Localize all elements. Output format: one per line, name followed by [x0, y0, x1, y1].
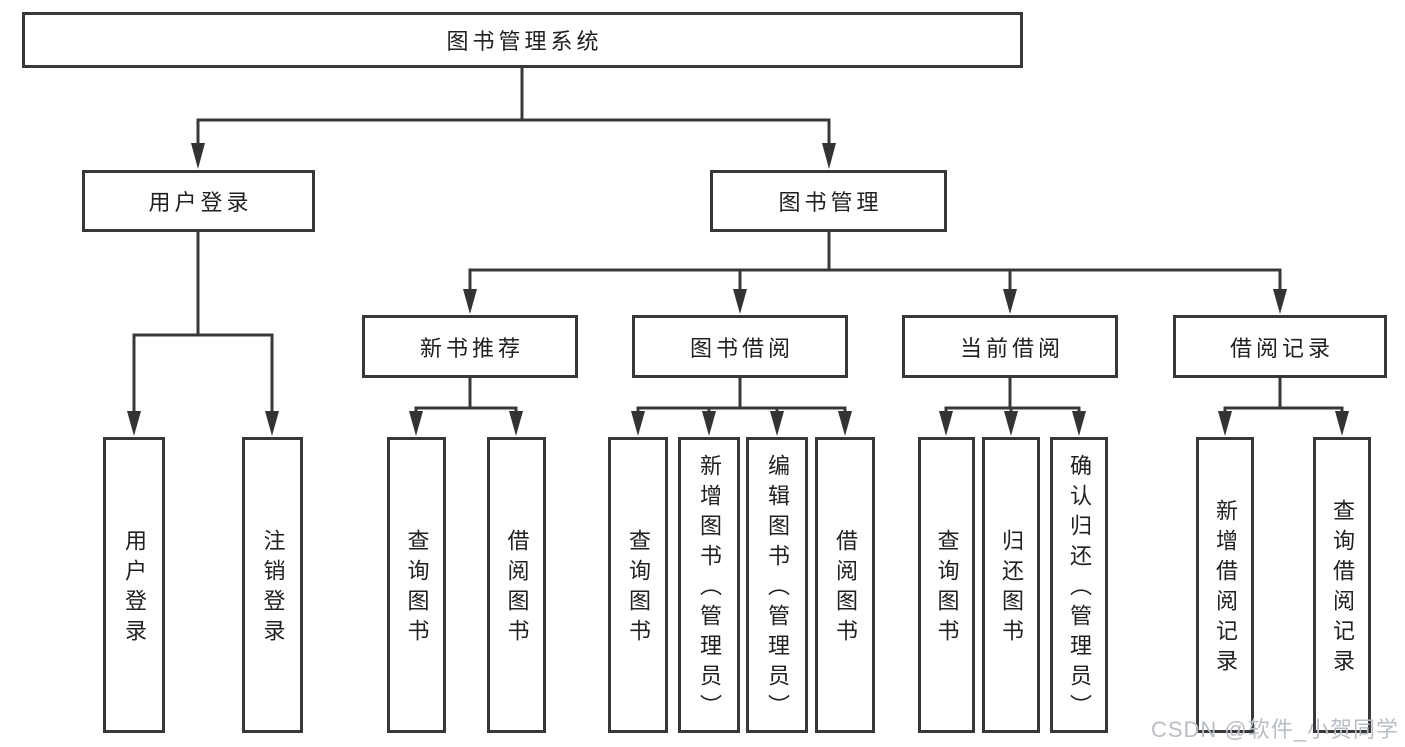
node-label: 查询图书: [404, 529, 430, 649]
leaf-current-query-books: 查询图书: [918, 437, 975, 733]
node-label: 图书管理: [778, 190, 883, 215]
arrow-to-user-login: [191, 143, 205, 169]
node-label: 新增借阅记录: [1213, 499, 1238, 679]
arrow-to-leaf-nbborrow: [509, 411, 523, 436]
node-label: 编辑图书（管理员）: [765, 454, 790, 724]
arrow-to-leaf-cbreturn: [1004, 411, 1018, 436]
node-user-login: 用户登录: [82, 170, 315, 232]
node-book-borrowing: 图书借阅: [632, 315, 848, 378]
node-label: 新书推荐: [419, 335, 524, 361]
leaf-borrowing-add-books-admin: 新增图书（管理员）: [678, 437, 740, 733]
node-borrowing-records: 借阅记录: [1173, 315, 1387, 378]
node-label: 查询图书: [934, 529, 960, 649]
arrow-to-leaf-cbconfirm: [1072, 411, 1086, 436]
leaf-records-query-borrow-record: 查询借阅记录: [1313, 437, 1371, 733]
node-library-system: 图书管理系统: [22, 12, 1023, 68]
node-label: 当前借阅: [959, 335, 1064, 361]
node-label: 图书借阅: [689, 335, 794, 361]
node-label: 借阅记录: [1229, 335, 1334, 361]
arrow-to-current: [1003, 289, 1017, 314]
arrow-to-leaf-bbquery: [631, 411, 645, 436]
leaf-current-confirm-return-admin: 确认归还（管理员）: [1050, 437, 1108, 733]
arrow-to-borrow: [733, 289, 747, 314]
arrow-to-book-mgmt: [822, 143, 836, 169]
arrow-to-record: [1273, 289, 1287, 314]
node-label: 查询借阅记录: [1330, 499, 1355, 679]
leaf-borrowing-query-books: 查询图书: [608, 437, 668, 733]
arrow-to-newbook: [463, 289, 477, 314]
node-label: 归还图书: [999, 529, 1024, 649]
node-new-book-recommend: 新书推荐: [362, 315, 578, 378]
arrow-to-leaf-bbborrow: [838, 411, 852, 436]
leaf-borrowing-edit-books-admin: 编辑图书（管理员）: [746, 437, 808, 733]
arrow-to-leaf-bradd: [1218, 411, 1232, 436]
node-label: 借阅图书: [504, 529, 530, 649]
node-label: 确认归还（管理员）: [1067, 454, 1092, 724]
arrow-to-leaf-bbadd: [702, 411, 716, 436]
node-label: 注销登录: [260, 529, 286, 649]
leaf-logout-login: 注销登录: [242, 437, 303, 733]
node-current-borrowing: 当前借阅: [902, 315, 1118, 378]
arrow-to-leaf-nbquery: [409, 411, 423, 436]
node-label: 用户登录: [122, 529, 147, 649]
node-book-management: 图书管理: [710, 170, 947, 232]
arrow-to-leaf-brquery: [1335, 411, 1349, 436]
arrow-to-leaf-cbquery: [939, 411, 953, 436]
leaf-user-login: 用户登录: [103, 437, 165, 733]
node-label: 用户登录: [148, 190, 253, 215]
leaf-current-return-books: 归还图书: [982, 437, 1040, 733]
arrow-to-leaf-logout: [265, 411, 279, 436]
node-label: 查询图书: [626, 529, 651, 649]
leaf-newbook-query-books: 查询图书: [387, 437, 446, 733]
csdn-watermark: CSDN @软件_小贺同学: [1150, 717, 1399, 742]
arrowheads: [127, 143, 1349, 436]
leaf-records-add-borrow-record: 新增借阅记录: [1196, 437, 1254, 733]
node-label: 借阅图书: [833, 529, 858, 649]
node-label: 图书管理系统: [446, 29, 603, 54]
arrow-to-leaf-userlogin: [127, 411, 141, 436]
node-label: 新增图书（管理员）: [697, 454, 722, 724]
leaf-newbook-borrow-books: 借阅图书: [487, 437, 546, 733]
arrow-to-leaf-bbedit: [770, 411, 784, 436]
leaf-borrowing-borrow-books: 借阅图书: [815, 437, 875, 733]
